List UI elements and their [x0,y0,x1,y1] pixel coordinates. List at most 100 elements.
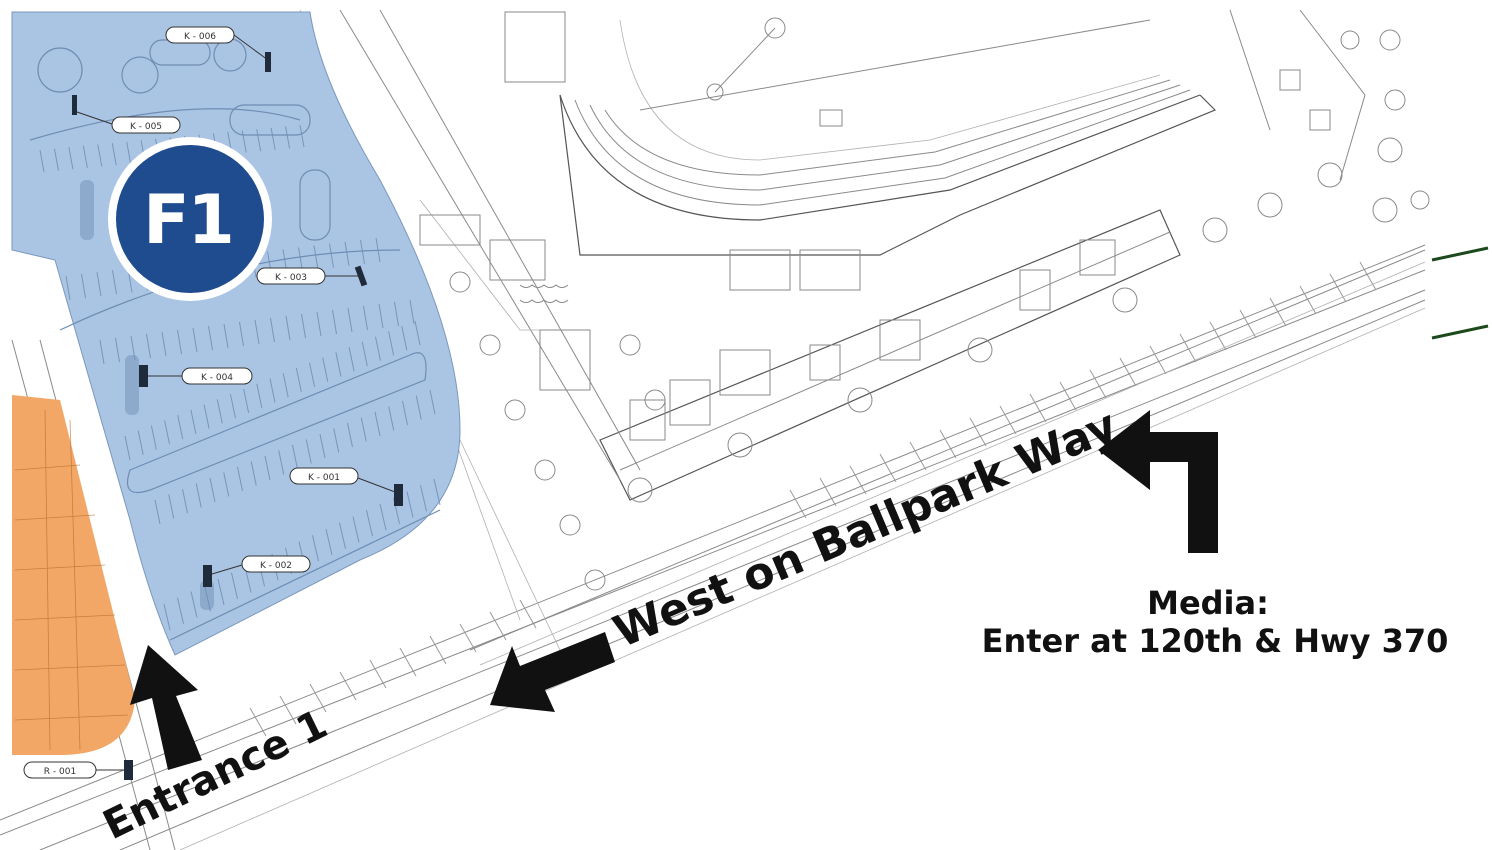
stall-line [111,142,117,166]
stall-line [292,444,298,470]
kiosk-label: K - 002 [260,561,292,571]
stall-line [164,420,171,445]
turn-left-arrow-icon [1098,410,1218,553]
kiosk-k004[interactable]: K - 004 [139,365,253,387]
stall-line [282,373,289,398]
stall-line [137,430,144,455]
stall-line [192,327,198,353]
stall-line [360,417,367,442]
stall-line [299,124,305,148]
stall-line [154,499,161,525]
stall-line [190,591,198,618]
stall-line [333,428,340,453]
kiosk-k002[interactable]: K - 002 [203,555,311,587]
stall-line [429,389,436,415]
lot-badge[interactable]: F1 [108,137,272,301]
stall-line [53,148,59,171]
stall-line [65,275,71,301]
stall-line [209,477,216,503]
stall-line [379,503,387,531]
stall-line [414,320,421,346]
stall-line [231,572,238,599]
stall-line [256,129,262,152]
kiosk-r001[interactable]: R - 001 [23,760,133,780]
stall-line [264,455,271,481]
stall-line [285,315,291,341]
stall-line [177,329,182,355]
stadium [504,9,1366,291]
lot-name: F1 [143,181,233,260]
stall-line [325,528,333,556]
stall-line [250,461,257,486]
stall-line [309,362,316,387]
stall-line [229,394,236,419]
stall-line [388,406,395,431]
stall-line [335,352,342,377]
stall-line [295,367,302,393]
stall-line [203,404,210,429]
kiosk-k005[interactable]: K - 005 [72,95,181,134]
stall-line [115,337,120,363]
stall-line [126,141,132,164]
stall-line [81,274,86,299]
stall-line [360,239,365,264]
stall-line [269,378,276,403]
stall-line [322,357,329,382]
stall-line [374,336,381,361]
stall-line [388,331,395,356]
stall-line [223,323,229,349]
stall-line [348,347,355,372]
stall-line [239,321,244,347]
stall-line [237,466,243,492]
stall-line [329,243,334,268]
stall-line [96,272,102,297]
stall-line [217,578,225,606]
lot-badge-circle [116,145,264,293]
stall-line [223,472,230,497]
stall-line [406,491,414,518]
stall-line [208,325,213,351]
stall-line [270,127,276,150]
kiosk-label: K - 001 [308,473,340,483]
west-arrow-icon [490,632,615,712]
stall-line [278,450,285,475]
stall-line [352,516,360,543]
stall-line [177,597,184,624]
overflow-lot-area [12,395,135,755]
stall-line [68,147,74,170]
kiosk-label: K - 005 [130,122,162,132]
stall-line [363,305,368,331]
media-note-title: Media: [1147,584,1269,622]
stall-line [313,245,319,270]
stall-line [161,331,167,357]
stall-line [285,126,291,149]
arrows [130,410,1218,770]
stall-line [190,409,197,434]
kiosk-label: K - 004 [201,373,233,383]
stall-line [301,313,306,339]
stall-line [256,383,263,408]
stall-line [99,339,105,365]
kiosk-k003[interactable]: K - 003 [256,265,368,287]
stall-line [347,422,353,448]
overflow-lot [12,395,135,755]
stall-line [82,145,88,168]
stall-line [409,299,415,325]
street-label: West on Ballpark Way [606,400,1124,658]
stall-line [378,303,384,329]
site-linework [0,9,1489,850]
kiosk-label: R - 001 [44,767,76,777]
kiosk-k001[interactable]: K - 001 [289,467,403,506]
stall-line [124,435,131,461]
kiosk-k006[interactable]: K - 006 [165,26,271,72]
stall-line [316,311,322,337]
kiosk-label: K - 006 [184,32,216,42]
stall-line [168,494,175,519]
stall-line [254,319,260,345]
stall-line [402,400,408,426]
stall-line [361,341,368,367]
stall-line [195,483,202,508]
stall-line [146,333,151,359]
trees [449,29,1430,591]
